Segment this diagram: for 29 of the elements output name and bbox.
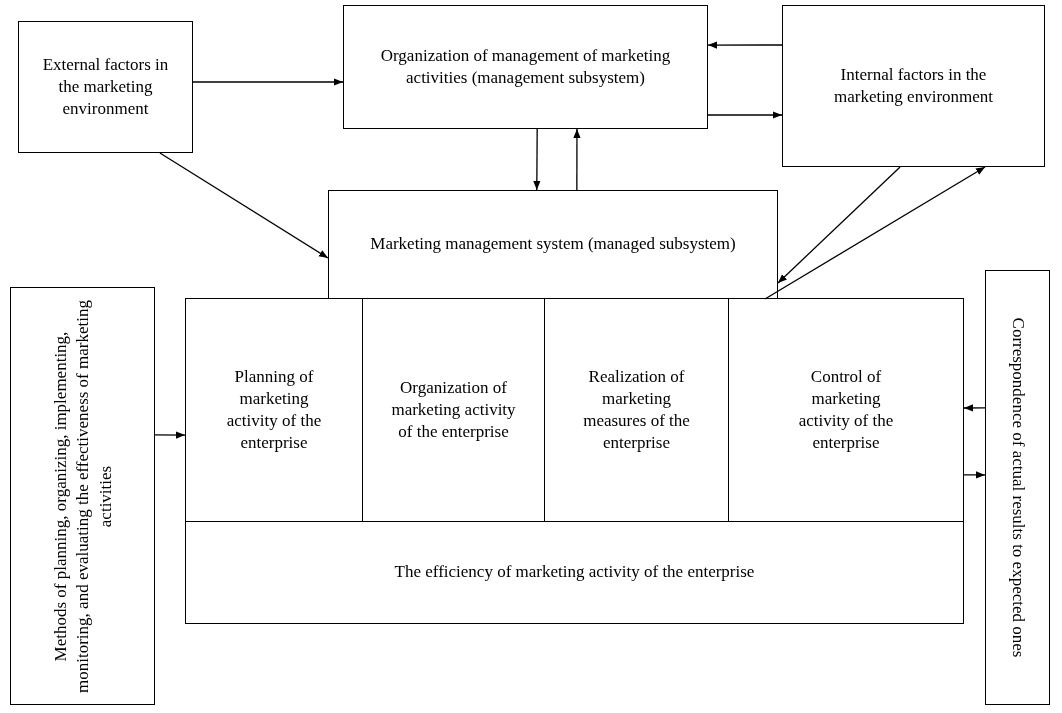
arrow (777, 166, 901, 284)
box-label: Organization of marketing activity of the enterprise (390, 376, 517, 444)
arrow (963, 404, 986, 412)
arrow (963, 471, 986, 479)
arrow (159, 152, 329, 259)
process-box (18, 21, 193, 153)
process-box (782, 5, 1045, 167)
box-label: Methods of planning, organizing, implementing, monitoring, and evaluating the effectiveness of marketing activities (49, 298, 115, 695)
box-label: Marketing management system (managed subsystem) (370, 233, 736, 256)
box-label: External factors in the marketing environment (41, 53, 170, 121)
arrow (707, 111, 783, 119)
arrow (154, 431, 186, 439)
box-label: Planning of marketing activity of the enterprise (225, 365, 323, 455)
box-label: Organization of management of marketing activities (management subsystem) (379, 44, 672, 89)
process-box (185, 521, 964, 624)
arrow (192, 78, 344, 86)
box-label: The efficiency of marketing activity of the enterprise (394, 561, 755, 584)
process-box (985, 270, 1050, 705)
arrow (707, 41, 783, 49)
box-label: Realization of marketing measures of the enterprise (582, 365, 691, 455)
box-label: Correspondence of actual results to expected ones (1007, 317, 1029, 658)
arrow (764, 166, 986, 300)
arrow (533, 128, 541, 191)
box-label: Internal factors in the marketing environment (832, 63, 995, 108)
box-label: Control of marketing activity of the enterprise (797, 365, 895, 455)
process-box (10, 287, 155, 705)
process-box (343, 5, 708, 129)
process-box (328, 190, 778, 299)
arrow (573, 128, 581, 191)
